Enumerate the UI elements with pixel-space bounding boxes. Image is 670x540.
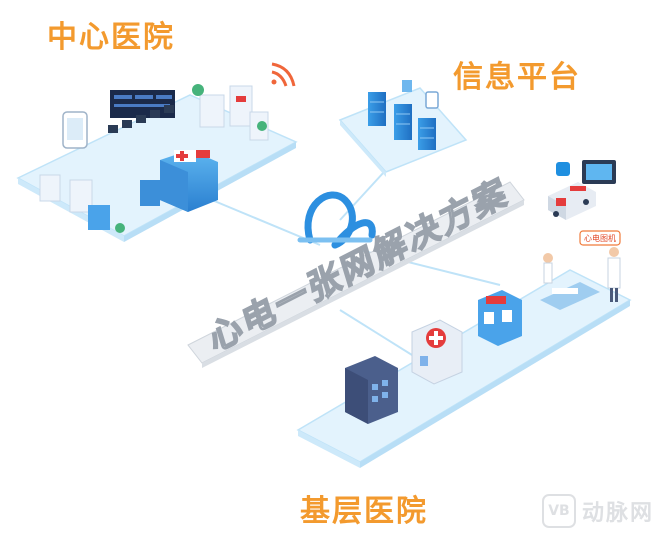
device-icon — [402, 80, 412, 92]
server-racks — [368, 92, 436, 150]
patient-bed — [540, 253, 600, 310]
wifi-icon — [271, 62, 296, 87]
control-desks — [108, 105, 174, 133]
ambulance — [548, 182, 596, 220]
center-hospital-title: 中心医院 — [47, 20, 175, 55]
ecg-machine-label: 心电图机 — [579, 230, 621, 246]
watermark-logo: VB — [541, 494, 576, 528]
info-platform-title: 信息平台 — [453, 60, 581, 95]
doctor-figure — [607, 247, 621, 302]
ribbon-logo — [297, 191, 376, 249]
watermark: VB 动脉网 — [541, 494, 654, 528]
hospital-building — [160, 150, 218, 212]
watermark-text: 动脉网 — [581, 501, 654, 526]
info-platform — [338, 80, 468, 177]
monitor-device — [582, 160, 616, 184]
center-hospital-platform — [16, 62, 298, 242]
grassroots-platform: 心电图机 — [296, 230, 632, 468]
side-buildings — [39, 85, 269, 213]
ecg-machine-label-text: 心电图机 — [584, 233, 616, 243]
village-clinic — [478, 290, 522, 346]
tablet-icon — [425, 91, 439, 109]
grassroots-hospital-title: 基层医院 — [300, 494, 428, 529]
community-health-center — [345, 356, 398, 424]
township-hospital — [411, 319, 463, 385]
app-icon — [556, 162, 570, 176]
